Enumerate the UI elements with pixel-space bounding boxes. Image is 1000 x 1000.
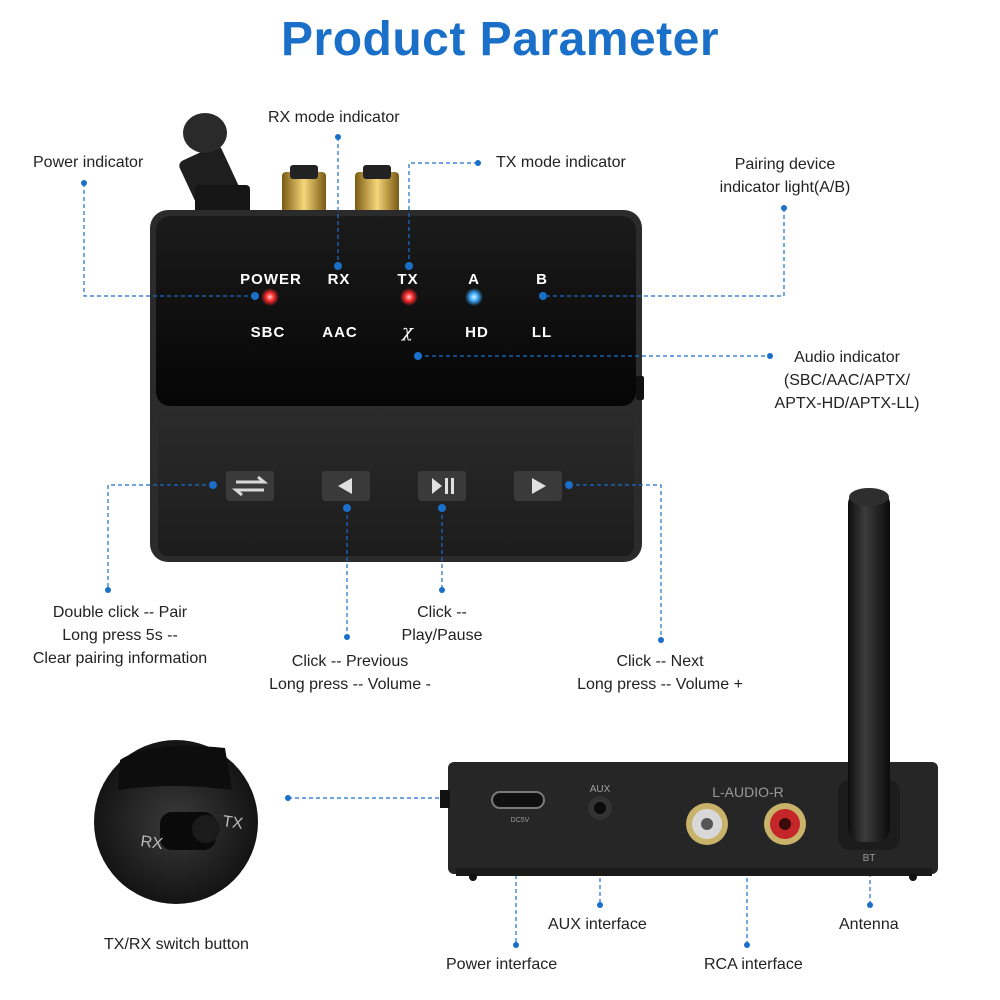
pair-button-label: Double click -- Pair Long press 5s -- Cl… (20, 601, 220, 670)
pair-line-2: Long press 5s -- (62, 627, 178, 644)
rx-mode-indicator-label: RX mode indicator (268, 109, 400, 126)
tx-mode-indicator-label: TX mode indicator (496, 154, 626, 171)
switch-tx-label: TX (221, 813, 244, 833)
aux-interface-label: AUX interface (548, 916, 647, 933)
audio-line-3: APTX-HD/APTX-LL) (774, 395, 920, 412)
panel-hd-text: HD (465, 324, 489, 341)
power-led (261, 288, 279, 306)
panel-tx-text: TX (397, 271, 418, 288)
audio-line-1: Audio indicator (794, 349, 900, 366)
pair-button (226, 471, 274, 501)
audio-line-2: (SBC/AAC/APTX/ (783, 372, 911, 389)
switch-button-label: TX/RX switch button (104, 936, 249, 953)
next-label: Click -- Next Long press -- Volume + (560, 650, 760, 696)
play-line-1: Click -- (417, 604, 467, 621)
panel-aac-text: AAC (322, 324, 358, 341)
panel-rx-text: RX (328, 271, 351, 288)
pair-line-3: Clear pairing information (32, 650, 208, 667)
pairing-indicator-label: Pairing device indicator light(A/B) (705, 153, 865, 199)
audio-indicator-label: Audio indicator (SBC/AAC/APTX/ APTX-HD/A… (752, 346, 942, 415)
page-title: Product Parameter (281, 13, 719, 66)
panel-b-text: B (536, 271, 548, 288)
rca-interface-label: RCA interface (704, 956, 803, 973)
play-line-2: Play/Pause (401, 627, 483, 644)
play-pause-label: Click -- Play/Pause (382, 601, 502, 647)
panel-power-text: POWER (240, 271, 302, 288)
button-panel (158, 410, 634, 556)
dc-label: DC5V (511, 817, 530, 824)
pairing-line-2: indicator light(A/B) (719, 179, 851, 196)
top-antenna (179, 113, 250, 225)
pair-line-1: Double click -- Pair (52, 604, 188, 621)
switch-zoom-circle: RX TX (94, 740, 258, 904)
switch-rx-label: RX (139, 833, 164, 853)
aux-label: AUX (590, 784, 611, 795)
indicator-glass-panel (156, 216, 636, 406)
bt-label: BT (863, 853, 876, 864)
panel-sbc-text: SBC (251, 324, 286, 341)
prev-line-2: Long press -- Volume - (269, 676, 431, 693)
panel-ll-text: LL (532, 324, 552, 341)
a-led (465, 288, 483, 306)
panel-a-text: A (468, 271, 480, 288)
callout-lines (83, 137, 871, 945)
previous-label: Click -- Previous Long press -- Volume - (250, 650, 450, 696)
top-rca-jacks (282, 165, 399, 216)
next-button (514, 471, 562, 501)
power-interface-label: Power interface (446, 956, 558, 973)
audio-label: L-AUDIO-R (712, 784, 784, 800)
pairing-line-1: Pairing device (734, 156, 836, 173)
panel-aptx-text: χ (400, 321, 414, 342)
tx-led (400, 288, 418, 306)
prev-line-1: Click -- Previous (291, 653, 409, 670)
antenna-label: Antenna (839, 916, 899, 933)
rear-antenna (848, 488, 890, 842)
power-indicator-label: Power indicator (33, 154, 144, 171)
next-line-2: Long press -- Volume + (577, 676, 743, 693)
next-line-1: Click -- Next (616, 653, 704, 670)
previous-button (322, 471, 370, 501)
play-pause-button (418, 471, 466, 501)
